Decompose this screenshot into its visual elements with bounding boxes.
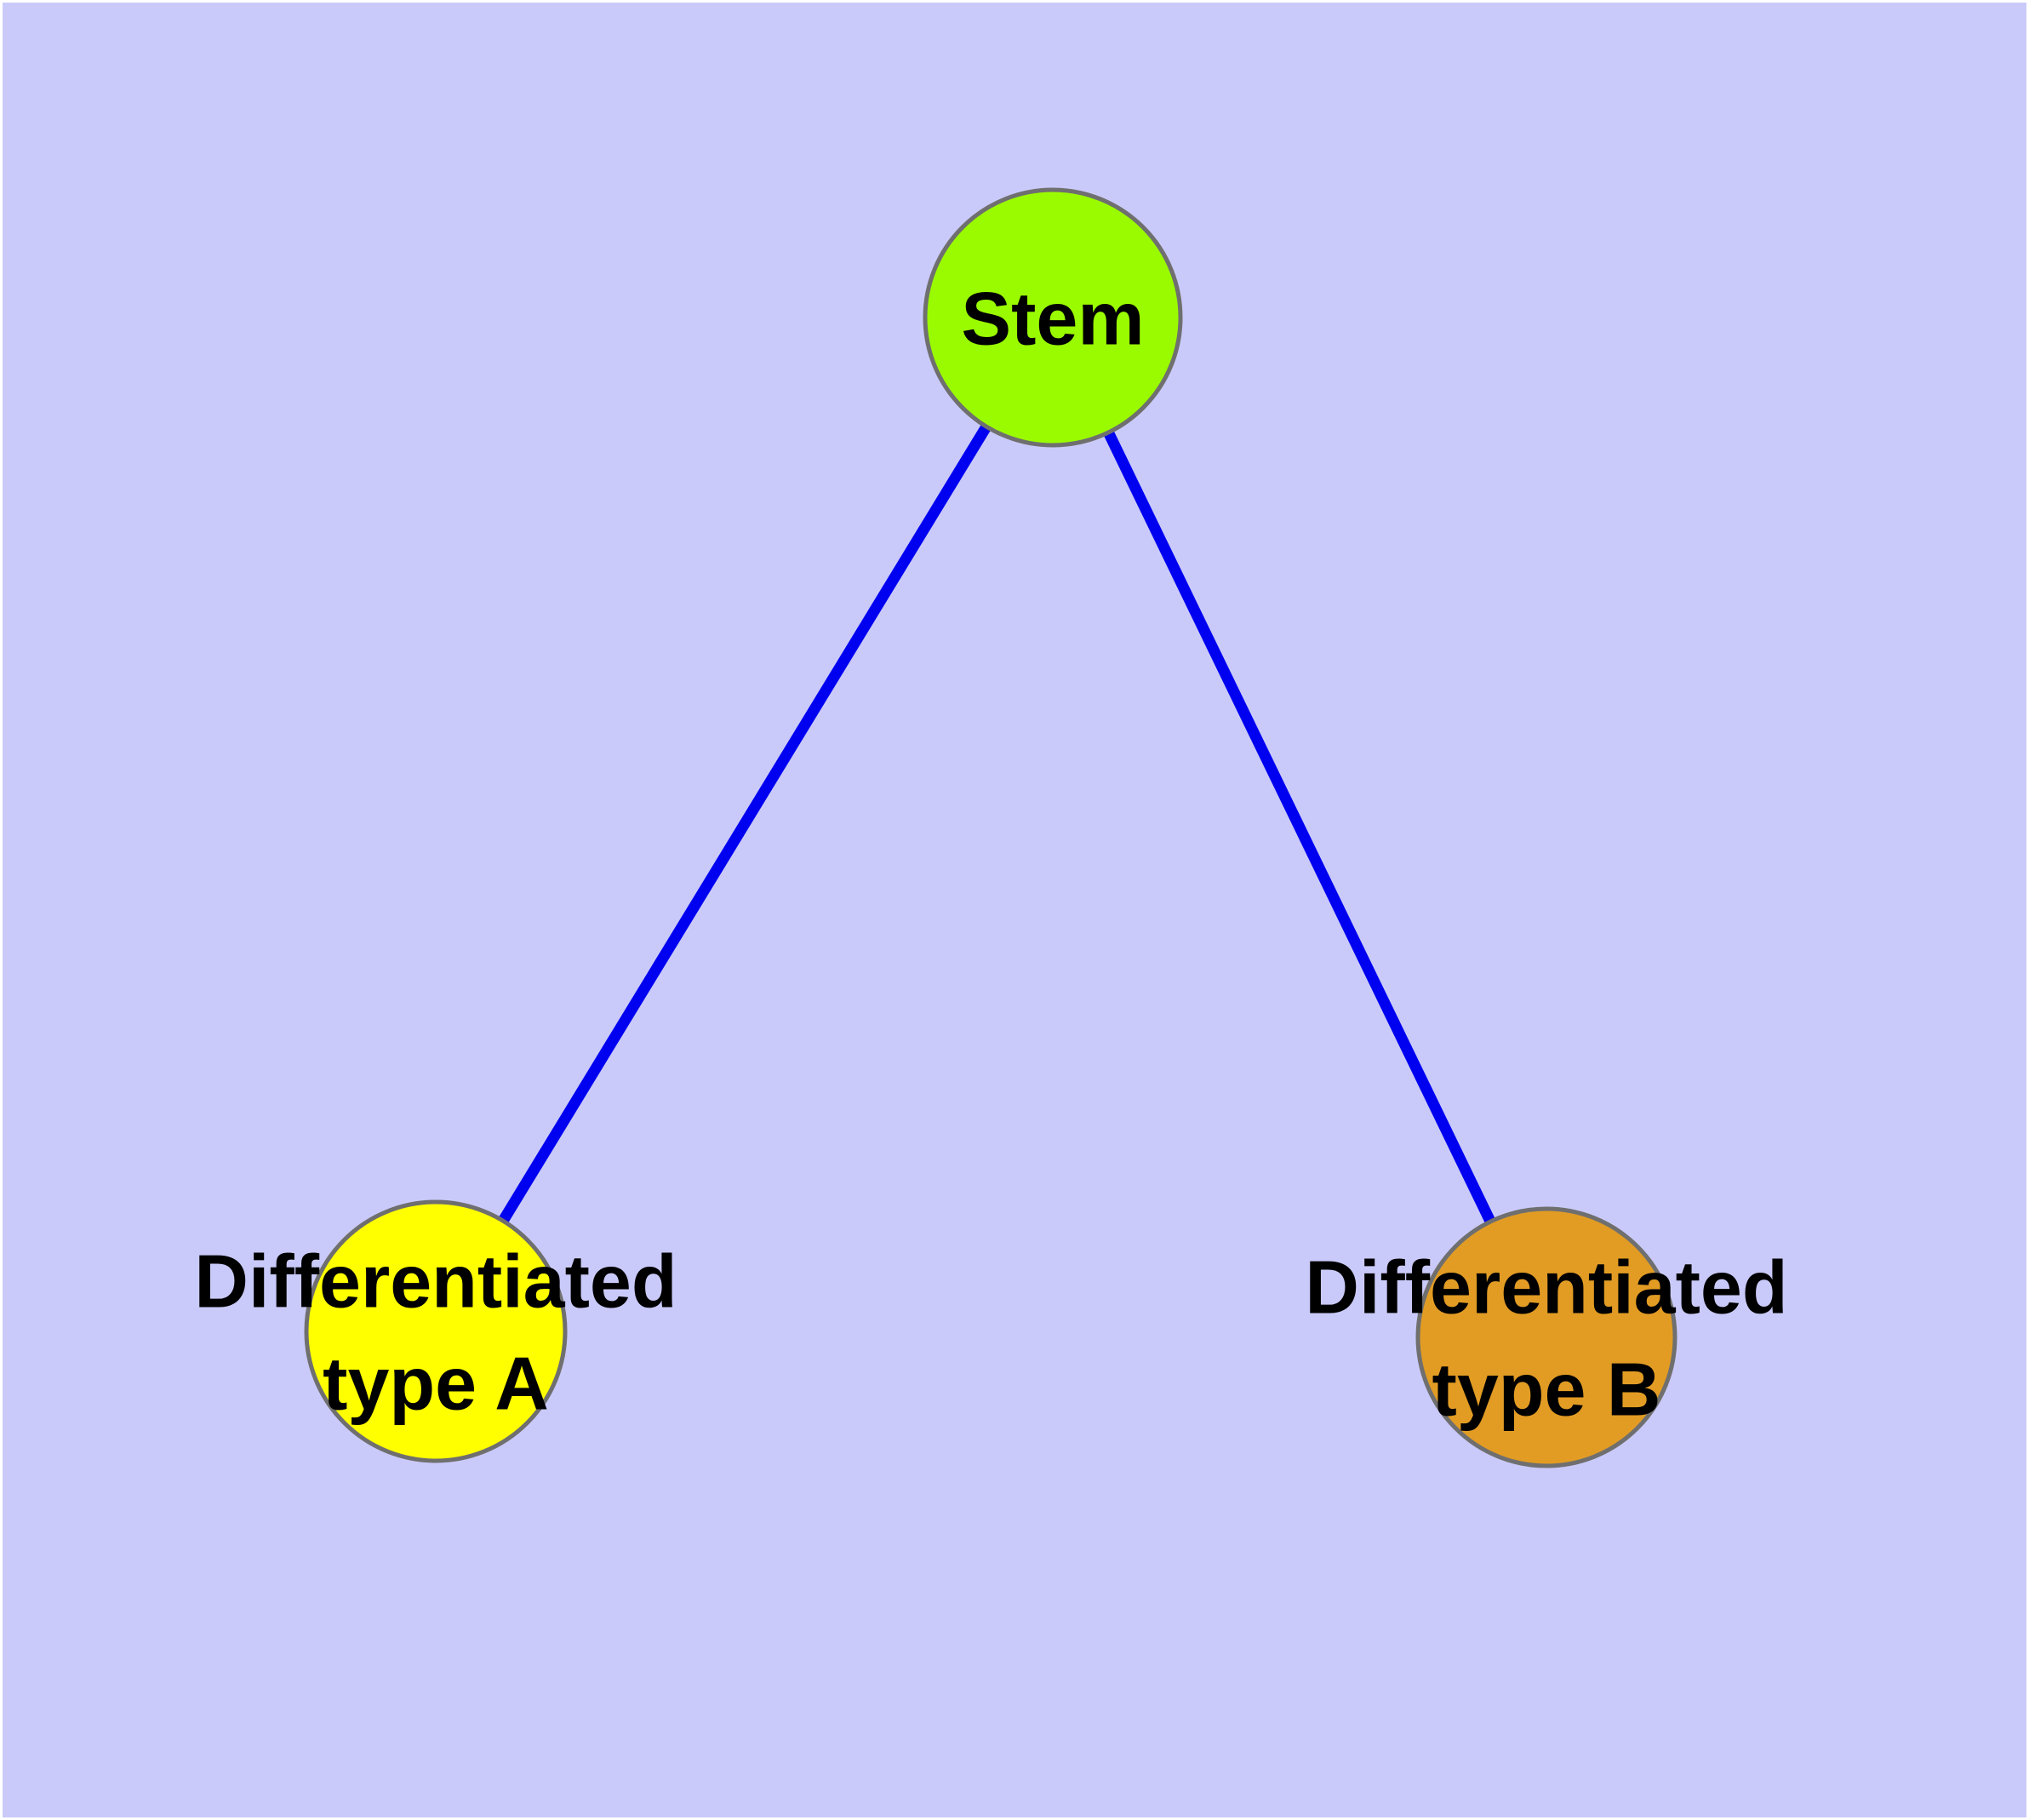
node-diff-a: Differentiated type A [194,1199,677,1463]
node-stem: Stem [923,187,1183,448]
edge-stem-diff-a [431,314,1058,1335]
node-circle-diff-b [1415,1206,1677,1468]
node-circle-diff-a [304,1199,568,1463]
node-label-stem-line-1: Stem [961,277,1144,361]
node-label-diff-a-line-2: type A [323,1342,549,1426]
node-label-diff-b-line-2: type B [1432,1348,1661,1432]
node-label-diff-a-line-1: Differentiated [194,1239,677,1324]
node-circle-stem [923,187,1183,448]
edges-layer [431,314,1552,1340]
node-label-diff-b-line-1: Differentiated [1305,1245,1787,1330]
edge-stem-diff-b [1048,315,1552,1340]
node-diff-b: Differentiated type B [1305,1206,1788,1468]
